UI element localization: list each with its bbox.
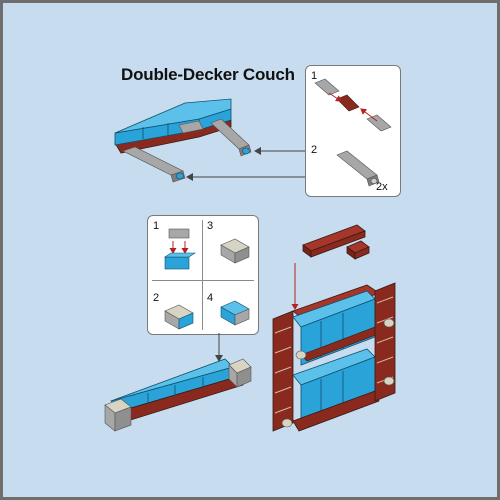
callout-arrows-top — [186, 147, 305, 181]
callout-step-1-number: 1 — [311, 70, 318, 82]
callout-step-1-number-b: 1 — [153, 220, 160, 232]
hinge-step-2 — [164, 304, 194, 330]
hinge-step-4 — [220, 300, 250, 326]
page-title: Double-Decker Couch — [121, 65, 295, 84]
couch-seat-bottom-assembly — [104, 358, 252, 432]
callout-step-2-number-b: 2 — [153, 292, 160, 304]
callout-divider-vertical — [202, 220, 203, 330]
callout-step-3-number-b: 3 — [207, 220, 214, 232]
axle-parts-step-2 — [336, 150, 380, 187]
couch-seat-top-assembly — [114, 98, 252, 183]
callout-divider-horizontal — [152, 280, 254, 281]
instruction-artwork — [104, 78, 396, 432]
callout-multiplier: 2x — [376, 181, 388, 193]
double-decker-couch-model — [272, 282, 396, 432]
callout-step-2-number: 2 — [311, 144, 318, 156]
callout-step-4-number-b: 4 — [207, 292, 214, 304]
hinge-step-3 — [220, 238, 250, 264]
red-plate-part — [302, 224, 370, 260]
axle-parts-step-1 — [314, 78, 392, 132]
hinge-step-1 — [164, 228, 196, 270]
